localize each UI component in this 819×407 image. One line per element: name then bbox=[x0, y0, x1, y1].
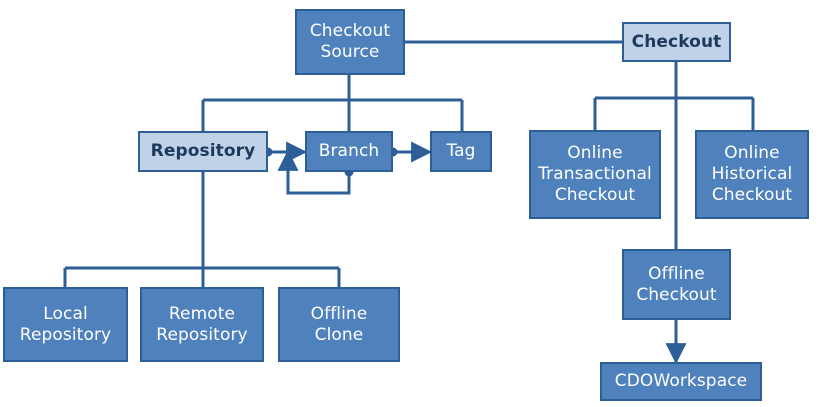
node-branch-label: Branch bbox=[318, 141, 380, 162]
node-online-transactional-checkout[interactable]: Online Transactional Checkout bbox=[529, 130, 661, 219]
node-cdoworkspace[interactable]: CDOWorkspace bbox=[600, 362, 762, 401]
node-online-historical-checkout[interactable]: Online Historical Checkout bbox=[695, 130, 809, 219]
node-offline-clone[interactable]: Offline Clone bbox=[278, 287, 400, 362]
node-offline-checkout[interactable]: Offline Checkout bbox=[622, 249, 731, 320]
node-repository-label: Repository bbox=[150, 141, 256, 162]
node-checkout-source[interactable]: Checkout Source bbox=[295, 9, 405, 75]
node-local-repository-label: Local Repository bbox=[19, 303, 112, 345]
node-online-historical-checkout-label: Online Historical Checkout bbox=[711, 143, 793, 205]
node-remote-repository[interactable]: Remote Repository bbox=[140, 287, 264, 362]
node-checkout-label: Checkout bbox=[631, 31, 722, 52]
node-checkout[interactable]: Checkout bbox=[622, 22, 731, 62]
node-local-repository[interactable]: Local Repository bbox=[3, 287, 128, 362]
node-remote-repository-label: Remote Repository bbox=[156, 303, 248, 345]
node-online-transactional-checkout-label: Online Transactional Checkout bbox=[538, 143, 652, 205]
node-tag-label: Tag bbox=[446, 141, 476, 162]
node-cdoworkspace-label: CDOWorkspace bbox=[614, 371, 748, 392]
node-repository[interactable]: Repository bbox=[138, 131, 268, 172]
node-branch[interactable]: Branch bbox=[305, 131, 393, 172]
node-checkout-source-label: Checkout Source bbox=[309, 21, 391, 62]
node-offline-checkout-label: Offline Checkout bbox=[636, 263, 717, 305]
node-offline-clone-label: Offline Clone bbox=[310, 303, 368, 345]
node-tag[interactable]: Tag bbox=[430, 131, 492, 172]
